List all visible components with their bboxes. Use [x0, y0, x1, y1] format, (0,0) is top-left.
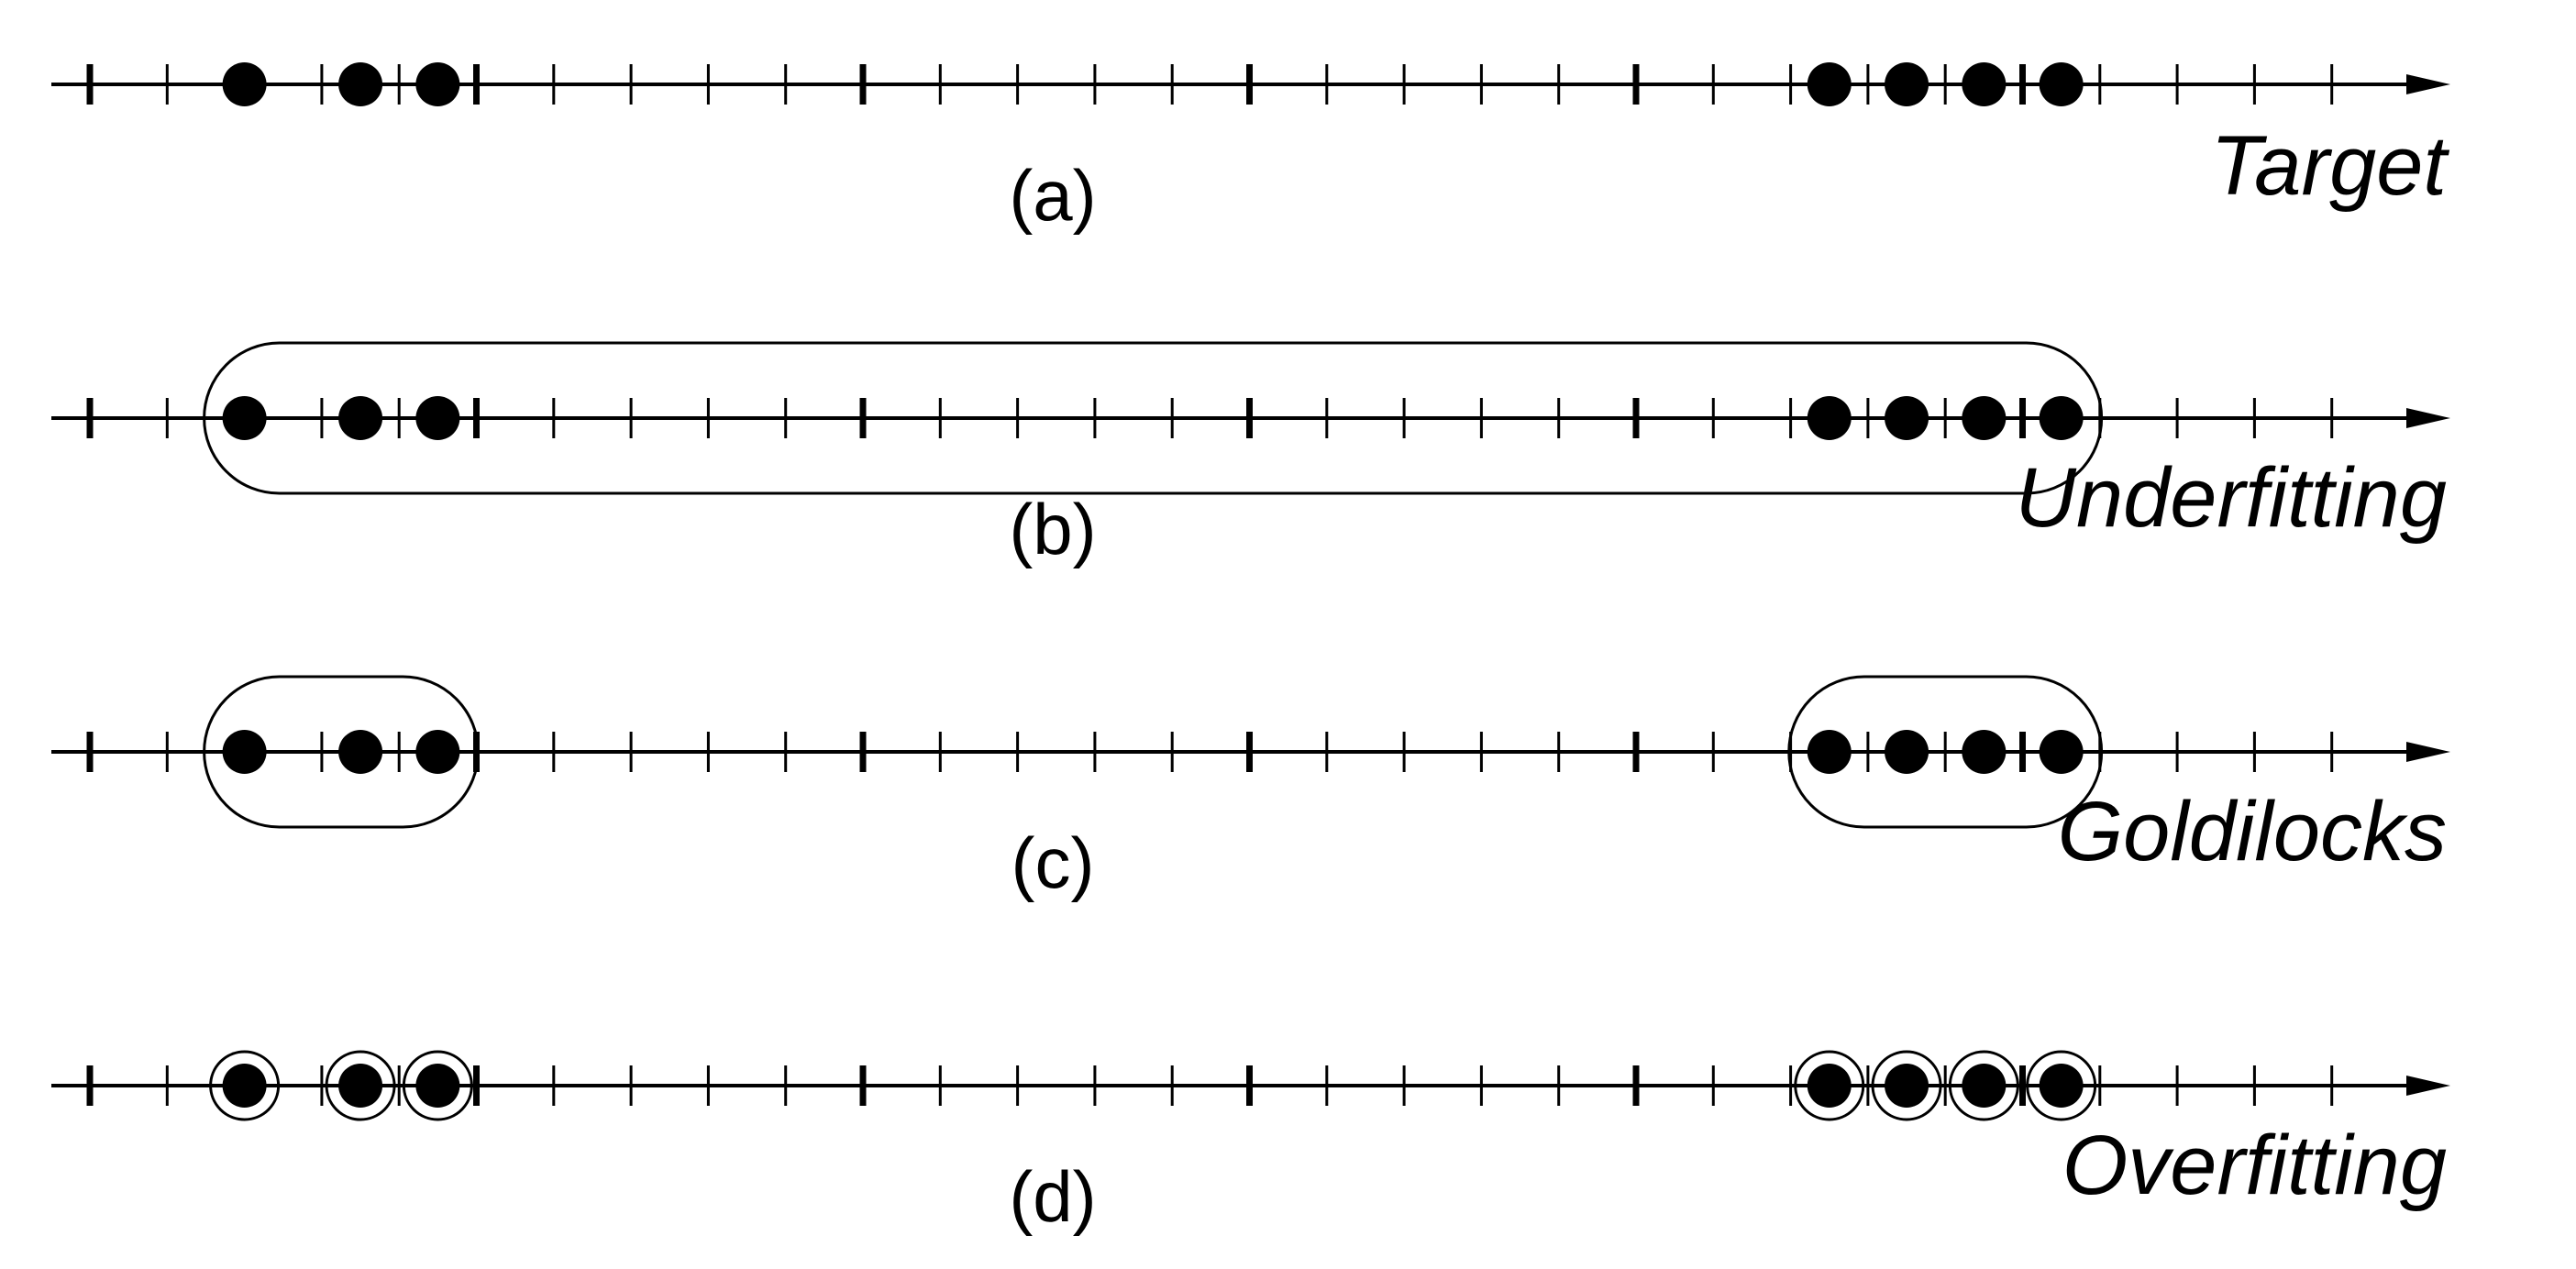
cluster-outlines — [203, 675, 2104, 829]
data-point — [2039, 62, 2084, 106]
data-point — [1962, 396, 2007, 440]
data-points — [222, 62, 2084, 106]
data-point — [222, 1064, 267, 1108]
panel-name: Overfitting — [2062, 1119, 2447, 1212]
data-point — [2039, 1064, 2084, 1108]
data-point — [1962, 62, 2007, 106]
panel-sublabel: (d) — [1009, 1156, 1096, 1237]
data-point — [1885, 396, 1929, 440]
data-point — [338, 62, 383, 106]
axis-arrowhead — [2406, 408, 2450, 428]
axis-arrowhead — [2406, 1076, 2450, 1096]
panel-d-overfitting: (d) Overfitting — [51, 1050, 2450, 1237]
panel-b-underfitting: (b) Underfitting — [51, 341, 2450, 569]
panel-a-target: (a) Target — [51, 62, 2450, 236]
point-cluster-ring — [1871, 1050, 1942, 1121]
data-points — [222, 730, 2084, 774]
panel-name: Goldilocks — [2058, 785, 2447, 878]
panel-c-goldilocks: (c) Goldilocks — [51, 675, 2450, 903]
data-point — [415, 62, 460, 106]
data-point — [1807, 396, 1852, 440]
data-point — [2039, 730, 2084, 774]
point-cluster-ring — [1948, 1050, 2019, 1121]
data-point — [338, 396, 383, 440]
data-point — [1807, 1064, 1852, 1108]
data-point — [1807, 730, 1852, 774]
data-point — [1807, 62, 1852, 106]
point-cluster-ring — [325, 1050, 396, 1121]
number-line — [51, 732, 2450, 772]
point-cluster-ring — [1794, 1050, 1865, 1121]
data-point — [338, 730, 383, 774]
data-point — [415, 1064, 460, 1108]
cluster-outline — [203, 675, 480, 829]
cluster-outline — [203, 341, 2104, 495]
data-point — [222, 62, 267, 106]
data-point — [1885, 1064, 1929, 1108]
number-line — [51, 1065, 2450, 1106]
axis-arrowhead — [2406, 742, 2450, 762]
data-point — [1885, 730, 1929, 774]
number-line — [51, 398, 2450, 438]
panel-sublabel: (c) — [1012, 822, 1095, 903]
data-point — [338, 1064, 383, 1108]
data-point — [415, 730, 460, 774]
data-point — [2039, 396, 2084, 440]
point-cluster-ring — [209, 1050, 281, 1121]
data-point — [1962, 1064, 2007, 1108]
data-points — [222, 396, 2084, 440]
panel-sublabel: (b) — [1009, 489, 1096, 569]
panel-sublabel: (a) — [1009, 155, 1096, 236]
data-point — [222, 730, 267, 774]
data-point — [222, 396, 267, 440]
point-cluster-ring — [2026, 1050, 2097, 1121]
cluster-outline — [1787, 675, 2104, 829]
data-point — [1885, 62, 1929, 106]
data-point — [1962, 730, 2007, 774]
panel-name: Underfitting — [2016, 451, 2447, 545]
axis-arrowhead — [2406, 74, 2450, 94]
cluster-outlines — [203, 341, 2104, 495]
cluster-outlines — [209, 1050, 2097, 1121]
number-line — [51, 64, 2450, 105]
point-cluster-ring — [402, 1050, 473, 1121]
panel-name: Target — [2211, 119, 2450, 213]
data-points — [222, 1064, 2084, 1108]
data-point — [415, 396, 460, 440]
